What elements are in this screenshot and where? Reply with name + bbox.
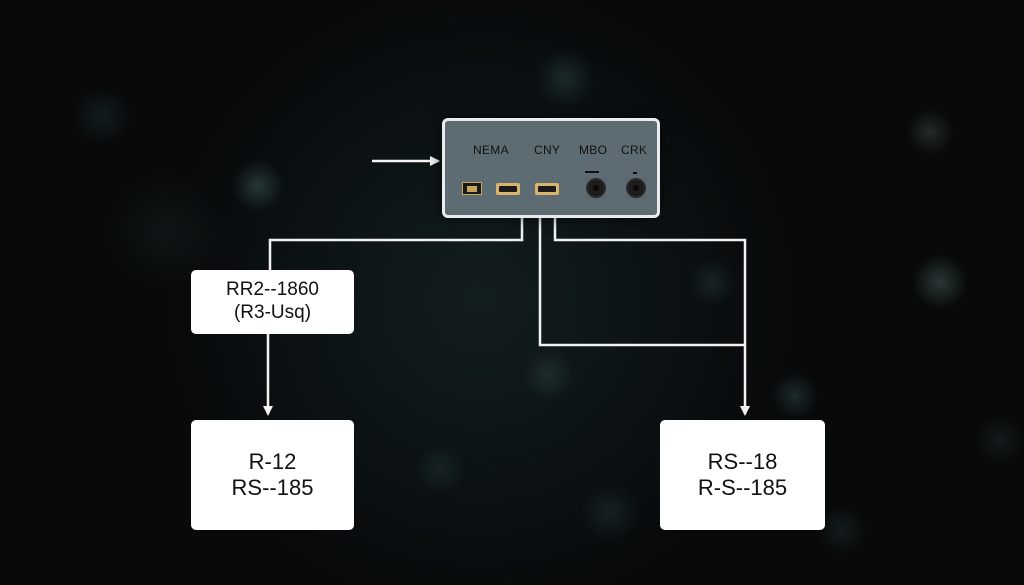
- node-box-bottom-right: RS--18 R-S--185: [660, 420, 825, 530]
- node-label-line1: RR2--1860: [226, 279, 319, 301]
- port-label-crk: CRK: [621, 143, 648, 157]
- port-marker-icon: [585, 171, 599, 173]
- node-box-bottom-left: R-12 RS--185: [191, 420, 354, 530]
- node-box-top-left: RR2--1860 (R3-Usq): [191, 270, 354, 334]
- node-label-line2: (R3-Usq): [233, 302, 312, 323]
- node-label-line1: R-12: [248, 448, 297, 474]
- node-label-line2: RS--185: [231, 475, 314, 500]
- ethernet-port-icon: [462, 182, 482, 195]
- wire-to-top-left-box: [268, 212, 524, 270]
- port-marker-icon: [633, 172, 637, 174]
- node-label-line1: RS--18: [707, 448, 778, 474]
- device-panel: NEMA CNY MBO CRK: [442, 118, 660, 218]
- port-label-cny: CNY: [534, 143, 561, 157]
- node-label-line2: R-S--185: [697, 475, 788, 500]
- port-label-nema: NEMA: [473, 143, 509, 157]
- audio-jack-icon: [586, 178, 606, 198]
- port-label-mbo: MBO: [579, 143, 608, 157]
- wire-loop: [538, 212, 745, 347]
- wire-to-bottom-right-box: [553, 212, 750, 416]
- dc-power-jack-icon: [626, 178, 646, 198]
- hdmi-port-icon: [496, 183, 520, 195]
- hdmi-port-icon: [535, 183, 559, 195]
